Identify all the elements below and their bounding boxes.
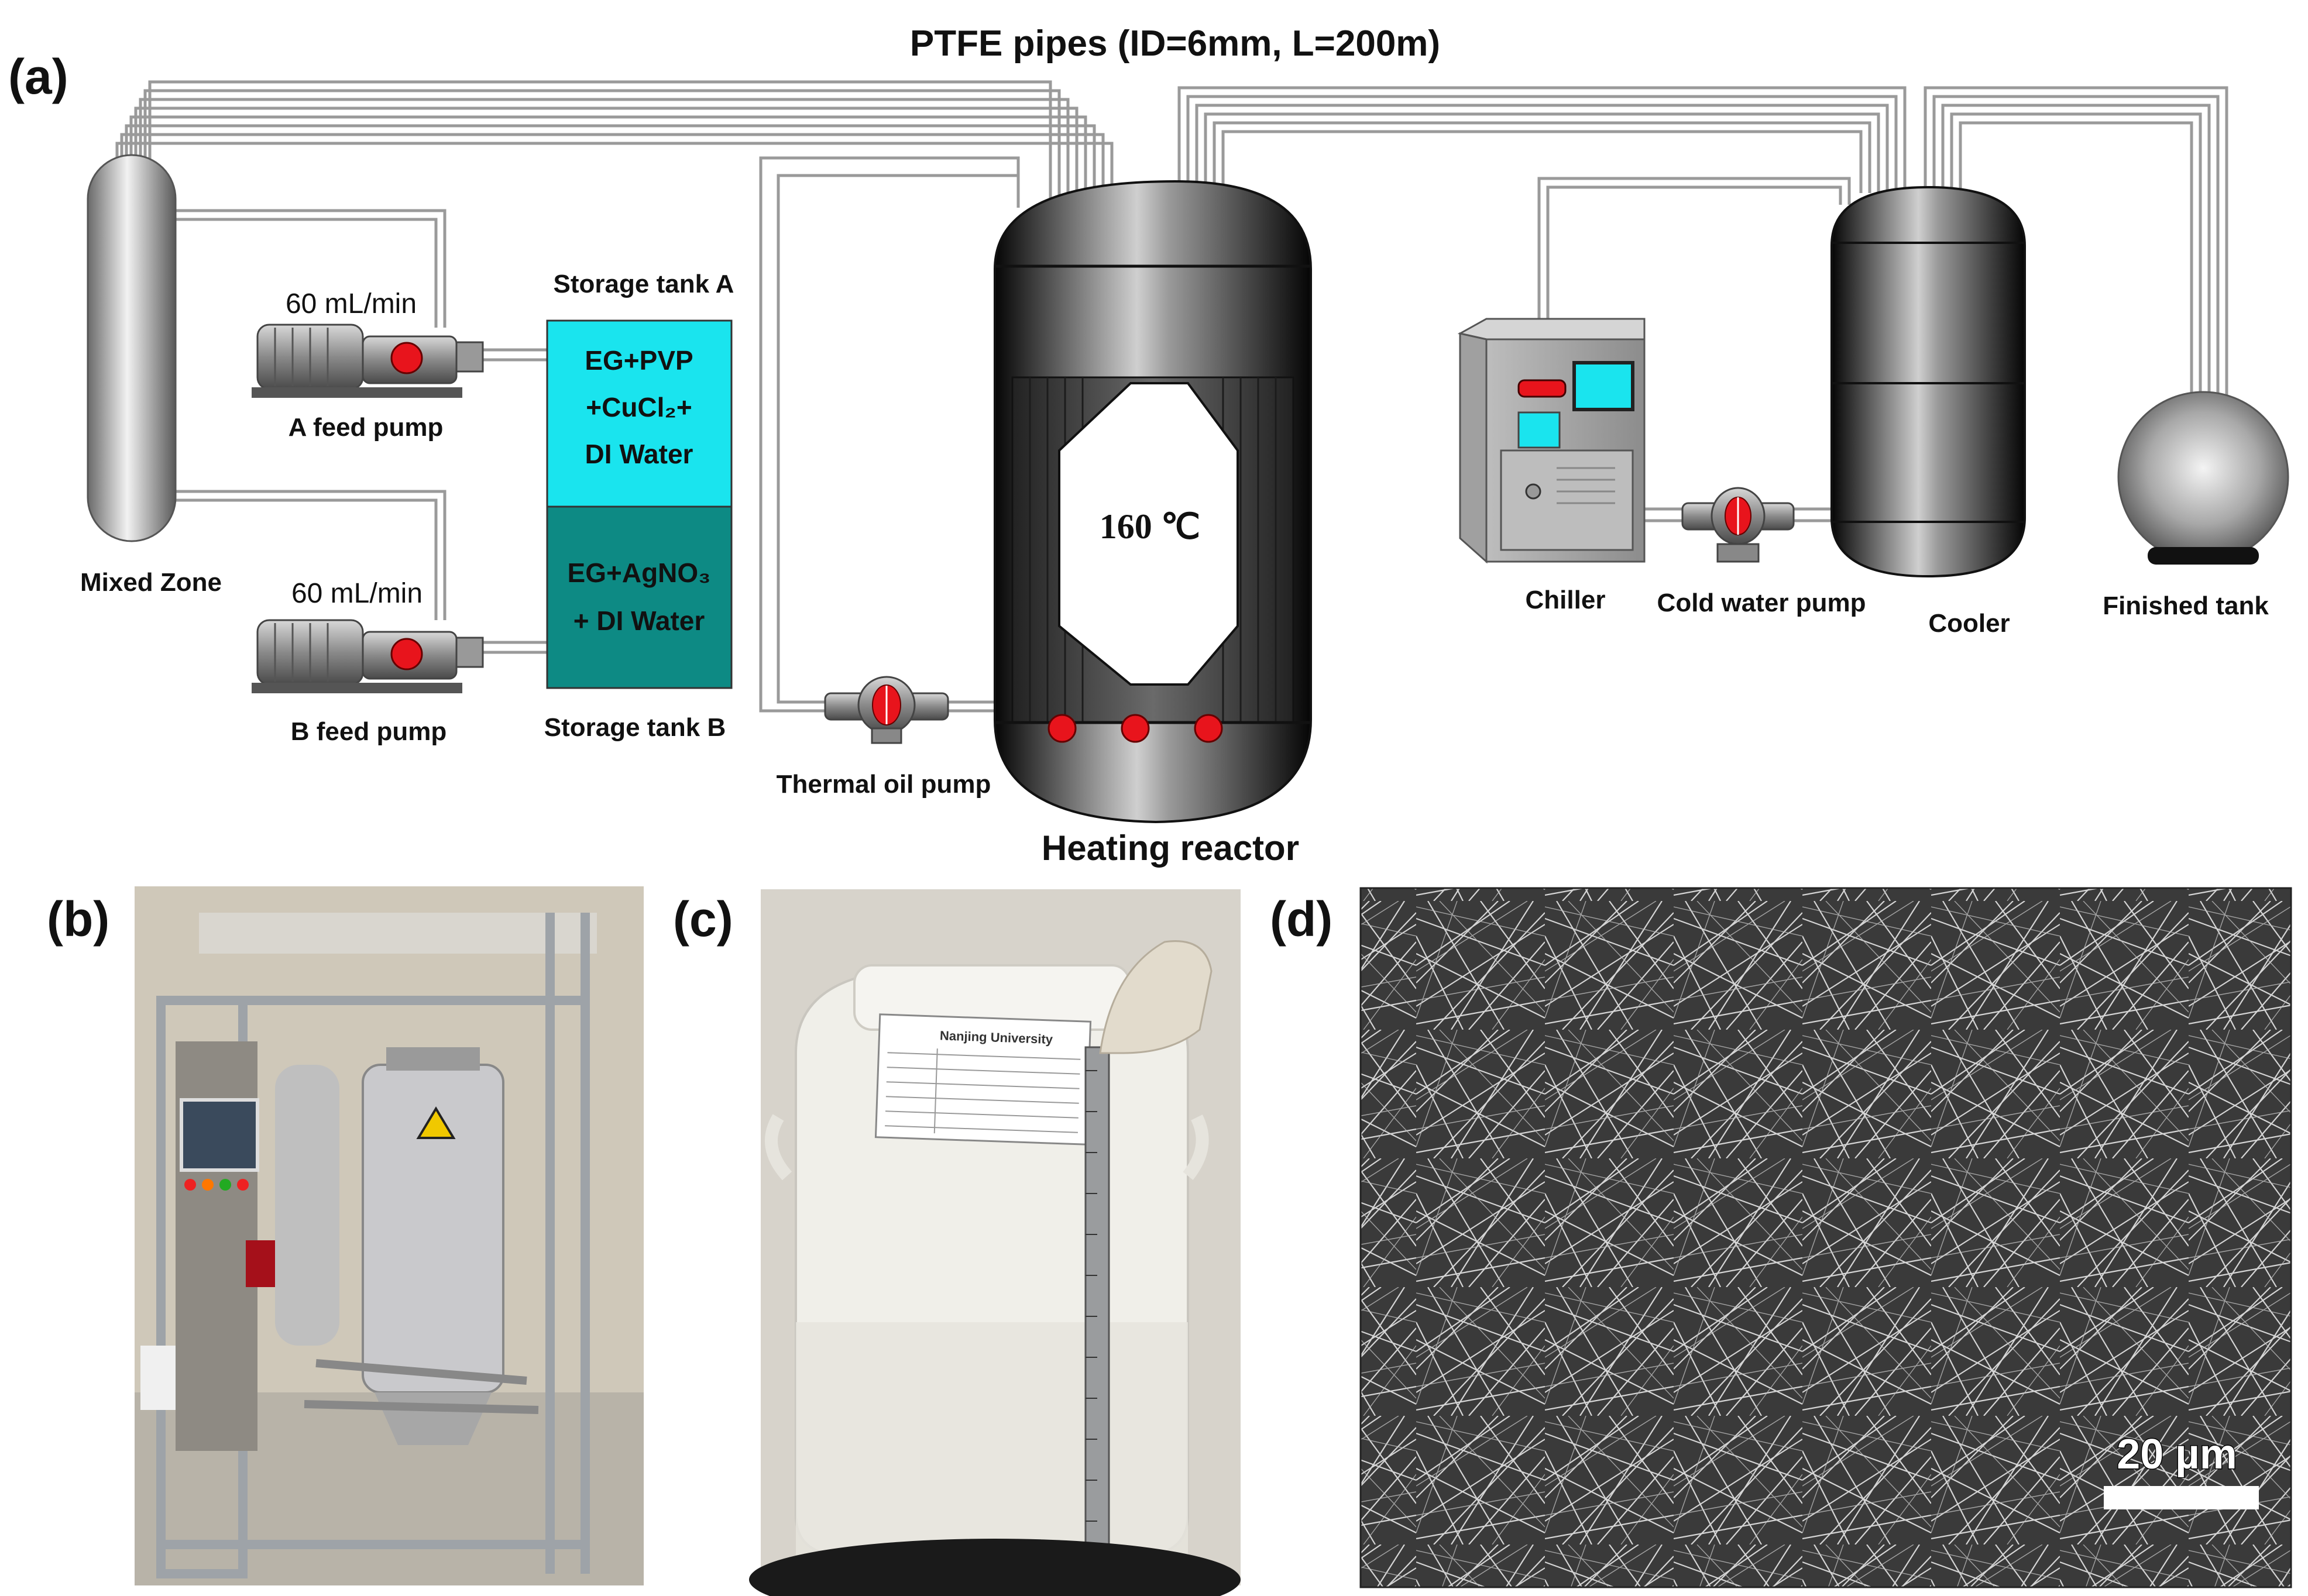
storage-tank-b-title: Storage tank B: [544, 713, 726, 742]
cooler-vessel: [1830, 185, 2026, 578]
mixed-zone-label: Mixed Zone: [80, 568, 222, 597]
finished-tank: [2117, 391, 2289, 565]
a-feed-pump: [252, 324, 484, 398]
panel-label-b: (b): [47, 892, 109, 947]
b-feed-pump: [252, 619, 484, 693]
photo-b-pilot-system: [135, 886, 644, 1585]
tank-b-line2: + DI Water: [573, 606, 705, 636]
chiller-unit: [1457, 318, 1646, 564]
pipe-bundle-cooler-to-finished: [1924, 86, 2228, 410]
pipe-chiller-loop: [1537, 177, 1851, 522]
thermal-oil-pump-label: Thermal oil pump: [777, 770, 991, 799]
mixed-zone-vessel: [87, 154, 177, 542]
photo-c-product-bottle: Nanjing University: [749, 889, 1241, 1596]
sem-image-nanowires: [1359, 887, 2292, 1588]
heating-reactor-label: Heating reactor: [1042, 828, 1299, 868]
storage-tank-a-title: Storage tank A: [554, 270, 734, 298]
pipes-title: PTFE pipes (ID=6mm, L=200m): [910, 23, 1440, 64]
pipe-thermal-loop: [759, 156, 1020, 713]
tank-a-line1: EG+PVP: [585, 345, 693, 376]
storage-tank-b: [546, 505, 733, 689]
tank-a-line3: DI Water: [585, 439, 693, 469]
heating-reactor: [994, 180, 1312, 824]
panel-label-c: (c): [673, 892, 733, 947]
cold-water-pump-label: Cold water pump: [1657, 589, 1866, 617]
storage-tank-a: [546, 319, 733, 508]
b-feed-pump-label: B feed pump: [291, 717, 447, 746]
panel-label-d: (d): [1270, 892, 1332, 947]
tank-b-line1: EG+AgNO₃: [568, 558, 711, 588]
sem-scale-bar: [2104, 1486, 2259, 1509]
cold-water-pump: [1681, 487, 1795, 563]
finished-tank-label: Finished tank: [2103, 591, 2269, 620]
thermal-oil-pump: [824, 676, 949, 744]
a-feed-rate: 60 mL/min: [286, 288, 417, 319]
b-feed-rate: 60 mL/min: [291, 578, 423, 609]
panel-label-a: (a): [8, 49, 68, 104]
chiller-label: Chiller: [1526, 586, 1606, 614]
tank-a-line2: +CuCl₂+: [586, 392, 692, 422]
pipe-feed-lines: [170, 209, 547, 654]
pipe-bundle-reactor-to-cooler: [1177, 86, 1907, 193]
cooler-label: Cooler: [1928, 609, 2010, 638]
reactor-temperature: 160 ℃: [1100, 507, 1200, 546]
sem-scale-label: 20 µm: [2117, 1431, 2237, 1478]
a-feed-pump-label: A feed pump: [288, 413, 444, 442]
pipe-bundle-mixed-to-reactor: [115, 80, 1114, 199]
